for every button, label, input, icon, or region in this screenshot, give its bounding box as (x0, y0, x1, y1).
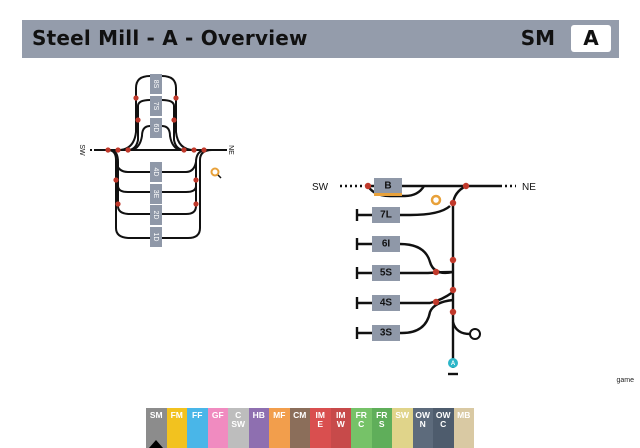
track-diagrams: 8S 7S 6D 4D 3E 2D 1D SW NE (78, 74, 536, 376)
station-tab-sw[interactable]: SW (392, 408, 413, 448)
station-tab-hb[interactable]: HB (248, 408, 269, 448)
teal-marker-label: A (451, 361, 456, 367)
tab-sublabel: N (419, 419, 426, 429)
small-east-label: NE (227, 145, 234, 155)
tab-label: FM (170, 410, 183, 420)
tab-label: FR (355, 410, 367, 420)
small-orange-marker-icon[interactable] (210, 167, 222, 179)
track-label-3s: 3S (380, 328, 393, 339)
main-diagram-switches (364, 182, 470, 316)
track-label-b: B (384, 181, 391, 192)
tab-label: MF (273, 410, 286, 420)
tab-label: GF (211, 410, 224, 420)
tab-label: OW (415, 410, 431, 420)
track-box-4s[interactable] (372, 295, 400, 311)
track-box-7s[interactable] (150, 96, 162, 116)
page-header: Steel Mill - A - Overview SM A (22, 20, 619, 58)
track-box-2d[interactable] (150, 205, 162, 225)
watermark-text: game (616, 377, 634, 384)
track-box-b[interactable] (374, 178, 402, 193)
tab-label: IM (336, 410, 346, 420)
station-tab-gf[interactable]: GF (207, 408, 228, 448)
tab-label: SM (149, 410, 163, 420)
yard-letter-badge: A (571, 25, 611, 52)
track-label-7s: 7S (152, 102, 159, 111)
tab-sublabel: W (336, 419, 345, 429)
track-box-3e[interactable] (150, 184, 162, 204)
track-label-7l: 7L (380, 210, 392, 221)
station-tab-mf[interactable]: MF (269, 408, 290, 448)
track-box-1d[interactable] (150, 227, 162, 247)
small-west-label: SW (78, 144, 85, 156)
station-tab-sm[interactable]: SM (146, 408, 167, 448)
station-tab-fm[interactable]: FM (166, 408, 187, 448)
loop-end-marker (469, 328, 481, 340)
main-spur-bumpers (355, 209, 458, 376)
tab-label: MB (457, 410, 471, 420)
track-box-7l[interactable] (372, 207, 400, 223)
track-box-6d[interactable] (150, 118, 162, 138)
orange-marker-icon[interactable] (430, 194, 442, 206)
track-box-8s[interactable] (150, 74, 162, 94)
tab-label: SW (395, 410, 410, 420)
track-label-6i: 6I (382, 239, 391, 250)
track-label-8s: 8S (152, 80, 159, 89)
main-east-label: NE (522, 182, 536, 193)
track-box-6i[interactable] (372, 236, 400, 252)
small-diagram-switches (105, 95, 207, 207)
teal-marker-icon[interactable] (448, 358, 458, 368)
station-tab-ff[interactable]: FF (187, 408, 208, 448)
tab-sublabel: SW (231, 419, 246, 429)
small-diagram-track-boxes: 8S 7S 6D 4D 3E 2D 1D (150, 74, 162, 247)
track-box-5s[interactable] (372, 265, 400, 281)
track-box-3s[interactable] (372, 325, 400, 341)
tab-sublabel: C (440, 419, 447, 429)
tab-sublabel: C (358, 419, 365, 429)
track-b-underline (374, 193, 402, 196)
tab-label: IM (315, 410, 325, 420)
station-code: SM (520, 26, 555, 50)
tab-label: C (235, 410, 242, 420)
tab-label: OW (435, 410, 451, 420)
tab-label: FF (192, 410, 203, 420)
tab-label: FR (376, 410, 388, 420)
main-yard-diagram (340, 184, 516, 368)
tab-label: CM (293, 410, 307, 420)
track-box-4d[interactable] (150, 162, 162, 182)
tab-label: HB (252, 410, 265, 420)
track-label-4d: 4D (152, 168, 159, 177)
track-label-4s: 4S (380, 298, 393, 309)
main-west-label: SW (312, 182, 329, 193)
page-title: Steel Mill - A - Overview (32, 26, 308, 50)
track-label-3e: 3E (152, 190, 159, 199)
track-label-2d: 2D (152, 211, 159, 220)
station-tab-cm[interactable]: CM (289, 408, 310, 448)
track-label-5s: 5S (380, 268, 393, 279)
active-tab-indicator-icon (149, 440, 163, 448)
tab-sublabel: E (317, 419, 324, 429)
station-tab-mb[interactable]: MB (453, 408, 474, 448)
track-label-6d: 6D (152, 124, 159, 133)
tab-sublabel: S (378, 419, 385, 429)
track-label-1d: 1D (152, 233, 159, 242)
